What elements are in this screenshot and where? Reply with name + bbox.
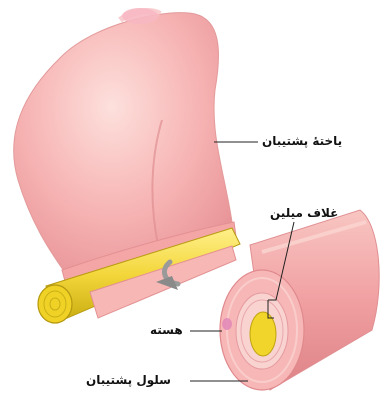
schwann-cell-cross-section (220, 210, 379, 390)
label-nucleus: هسته (150, 323, 183, 337)
axon-core (250, 312, 276, 356)
nucleus-spot (222, 318, 232, 330)
label-schwann-cell-wrap: یاختهٔ پشتیبان (262, 134, 342, 148)
label-myelin-sheath: غلاف میلین (270, 206, 338, 220)
label-schwann-cell: سلول پشتیبان (86, 373, 171, 387)
